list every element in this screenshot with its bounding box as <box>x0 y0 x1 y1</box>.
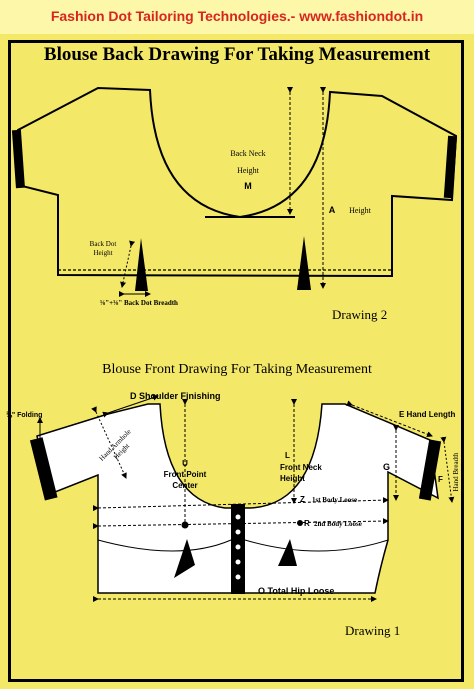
drawing-1-label: Drawing 1 <box>345 623 401 638</box>
front-button-5 <box>235 574 241 580</box>
front-second-body-loose-line <box>92 518 389 530</box>
back-a-label: A <box>329 205 336 215</box>
front-button-4 <box>235 559 241 565</box>
back-m-label: M <box>244 181 252 191</box>
back-blouse-outline <box>16 86 458 278</box>
front-r-dot <box>297 520 303 526</box>
front-f-label: F <box>438 475 443 484</box>
front-d-label: D Shoulder Finishing <box>130 391 221 401</box>
back-neck-height-label: Height <box>237 166 260 175</box>
front-button-1 <box>235 514 241 520</box>
front-blouse: D Shoulder Finishing ¾" Folding Hand Arm… <box>6 391 460 602</box>
front-neck-label: Front Neck <box>280 463 322 472</box>
back-dot-label: Back Dot <box>90 240 117 248</box>
back-neck-label: Back Neck <box>230 149 265 158</box>
front-u-label: U <box>182 459 188 468</box>
front-dart-right <box>278 539 297 566</box>
drawing-2-label: Drawing 2 <box>332 307 388 322</box>
front-point-label: Front Point <box>164 470 207 479</box>
front-right-sleeve-band <box>418 439 442 501</box>
front-button-2 <box>235 529 241 535</box>
front-button-3 <box>235 544 241 550</box>
front-first-body-loose-line <box>92 497 389 512</box>
page-frame <box>8 40 464 682</box>
back-dart-right <box>297 236 311 290</box>
front-r-label: R <box>304 519 310 528</box>
back-dot-height-arrow <box>120 240 136 288</box>
front-dart-left <box>174 539 195 578</box>
header-text: Fashion Dot Tailoring Technologies.- www… <box>50 8 424 24</box>
front-neck-height-label: Height <box>280 474 305 483</box>
front-armhole-arrow <box>91 406 127 479</box>
header-bar: Fashion Dot Tailoring Technologies.- www… <box>0 0 474 34</box>
front-hand-length-arrow <box>346 400 433 437</box>
front-z-text: 1st Body Loose <box>312 496 357 504</box>
front-r-text: 2nd Body Loose <box>314 520 362 528</box>
front-left-sleeve-band <box>29 437 58 501</box>
front-drawing-title: Blouse Front Drawing For Taking Measurem… <box>102 362 372 377</box>
back-left-sleeve-band <box>11 129 25 189</box>
front-bust-curve-left <box>97 539 232 552</box>
front-folding-label: ¾" Folding <box>6 411 42 419</box>
front-z-label: Z <box>300 495 305 504</box>
back-a-height-label: Height <box>349 206 372 215</box>
front-e-label: E Hand Length <box>399 410 456 419</box>
front-bust-curve-right <box>244 539 389 552</box>
back-dot-height-label: Height <box>93 249 112 257</box>
back-blouse: Back Neck Height M A Height Back Dot Hei… <box>11 86 458 307</box>
front-center-label: Center <box>172 481 197 490</box>
front-hand-breadth-label: Hand Breadth <box>452 452 460 492</box>
back-dot-breadth-label: ⅛"+⅛" Back Dot Breadth <box>100 299 178 307</box>
back-right-sleeve-band <box>443 135 458 199</box>
front-hand-breadth-arrow <box>440 436 455 503</box>
back-drawing-title: Blouse Back Drawing For Taking Measureme… <box>43 44 431 65</box>
front-o-label: O Total Hip Loose <box>258 586 334 596</box>
front-g-label: G <box>383 462 390 472</box>
front-l-label: L <box>285 451 290 460</box>
back-dart-left <box>135 238 148 291</box>
